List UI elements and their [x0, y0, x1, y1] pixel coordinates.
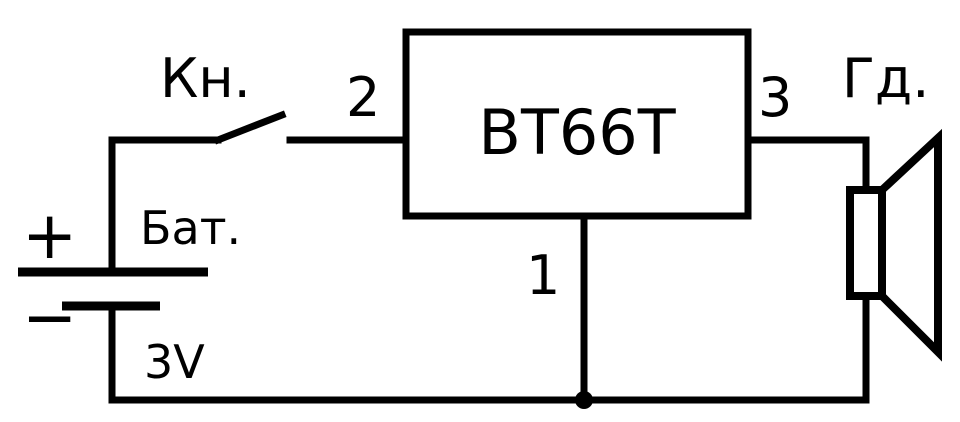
speaker-cone [878, 128, 942, 362]
wire-pin3-to-speaker [744, 136, 870, 194]
junction-dot [575, 391, 593, 409]
speaker-label: Гд. [842, 47, 929, 110]
speaker-coil [846, 186, 886, 300]
pin3-label: 3 [758, 66, 792, 129]
battery-plus-sign: + [22, 197, 77, 274]
battery-minus-sign: − [22, 279, 77, 356]
chip-name-label: BT66T [478, 96, 676, 169]
battery-label: Бат. [140, 201, 241, 255]
wire-battery-to-switch [108, 136, 222, 272]
chip-body [402, 28, 752, 220]
switch-label: Кн. [160, 47, 251, 110]
switch-lever [213, 110, 287, 145]
pin1-label: 1 [526, 244, 560, 307]
battery-voltage-label: 3V [144, 335, 205, 389]
wire-speaker-to-ground [108, 292, 870, 404]
pin2-label: 2 [346, 66, 380, 129]
